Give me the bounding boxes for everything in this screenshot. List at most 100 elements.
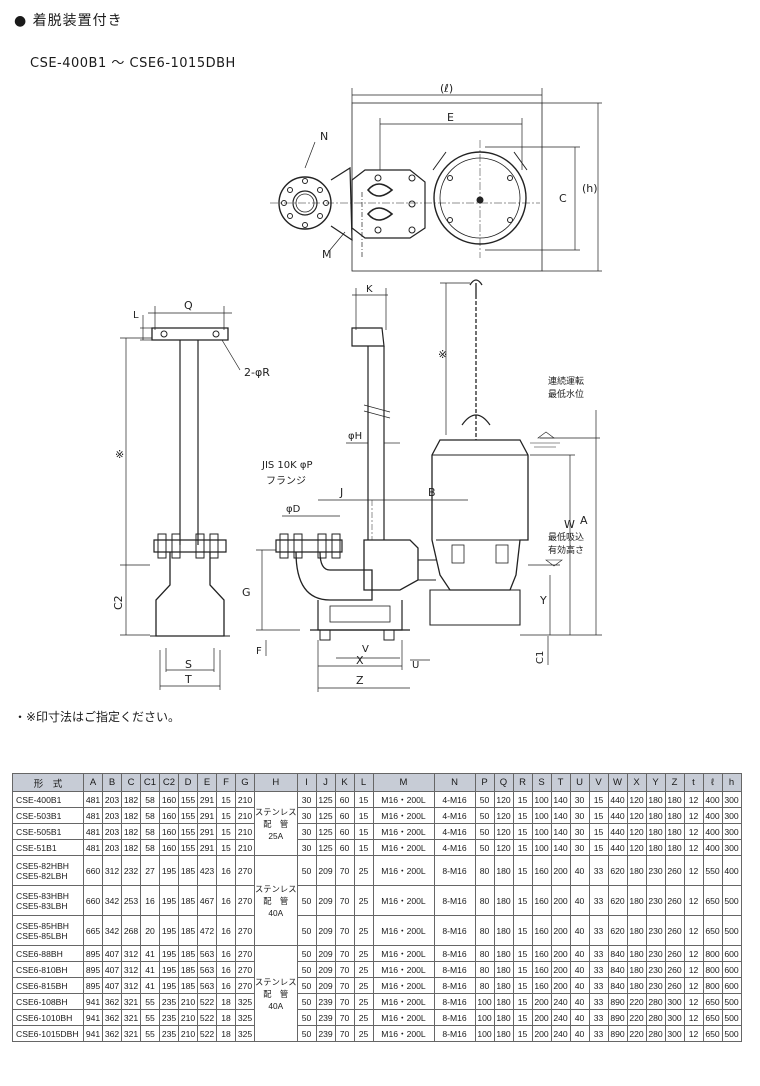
value-cell: 40: [569, 1025, 590, 1042]
value-cell: M16・200L: [372, 885, 435, 916]
value-cell: 180: [626, 855, 647, 886]
value-cell: 300: [721, 791, 742, 808]
model-cell: CSE-505B1: [12, 823, 84, 840]
value-cell: 18: [216, 1025, 236, 1042]
value-cell: 120: [493, 839, 514, 856]
value-cell: 15: [512, 915, 533, 946]
value-cell: 312: [121, 945, 141, 962]
value-cell: 240: [550, 1025, 571, 1042]
value-cell: 260: [664, 961, 685, 978]
value-cell: 239: [315, 1009, 336, 1026]
value-cell: 180: [626, 885, 647, 916]
value-cell: 210: [235, 807, 255, 824]
value-cell: 160: [531, 961, 552, 978]
dim-h-dia-label: φH: [348, 431, 362, 442]
value-cell: 12: [683, 807, 704, 824]
value-cell: 210: [235, 791, 255, 808]
value-cell: 4-M16: [433, 839, 476, 856]
dim-d-label: φD: [286, 504, 301, 515]
value-cell: 15: [216, 823, 236, 840]
value-cell: 230: [645, 885, 666, 916]
run-level-label-2: 最低水位: [548, 388, 584, 400]
value-cell: 16: [216, 961, 236, 978]
value-cell: 80: [474, 885, 495, 916]
value-cell: 50: [296, 915, 317, 946]
value-cell: 209: [315, 855, 336, 886]
col-header: V: [588, 773, 609, 792]
value-cell: 50: [474, 823, 495, 840]
dim-k-label: K: [366, 284, 373, 295]
value-cell: 300: [664, 1025, 685, 1042]
value-cell: 12: [683, 855, 704, 886]
value-cell: 25: [353, 1025, 374, 1042]
value-cell: 100: [474, 1009, 495, 1026]
value-cell: 25: [353, 1009, 374, 1026]
value-cell: 291: [197, 839, 217, 856]
value-cell: 15: [588, 823, 609, 840]
value-cell: 33: [588, 915, 609, 946]
value-cell: 220: [626, 993, 647, 1010]
value-cell: 400: [702, 839, 723, 856]
value-cell: 15: [216, 791, 236, 808]
value-cell: 195: [159, 855, 179, 886]
value-cell: 180: [493, 993, 514, 1010]
col-header: J: [315, 773, 336, 792]
dim-a-label: A: [580, 514, 588, 527]
value-cell: M16・200L: [372, 791, 435, 808]
value-cell: 895: [83, 977, 103, 994]
value-cell: 481: [83, 791, 103, 808]
value-cell: 280: [645, 993, 666, 1010]
value-cell: 15: [353, 791, 374, 808]
value-cell: 30: [296, 807, 317, 824]
value-cell: 270: [235, 885, 255, 916]
value-cell: M16・200L: [372, 945, 435, 962]
dim-q-label: Q: [184, 299, 193, 312]
value-cell: 50: [296, 961, 317, 978]
value-cell: 321: [121, 1009, 141, 1026]
value-cell: 620: [607, 855, 628, 886]
value-cell: 15: [216, 807, 236, 824]
value-cell: 895: [83, 961, 103, 978]
col-header: H: [254, 773, 298, 792]
value-cell: 8-M16: [433, 915, 476, 946]
value-cell: 210: [178, 993, 198, 1010]
value-cell: 25: [353, 885, 374, 916]
value-cell: 600: [721, 961, 742, 978]
value-cell: 8-M16: [433, 1009, 476, 1026]
value-cell: 30: [296, 791, 317, 808]
value-cell: 300: [721, 807, 742, 824]
model-cell: CSE6-815BH: [12, 977, 84, 994]
value-cell: 440: [607, 807, 628, 824]
value-cell: 16: [216, 977, 236, 994]
value-cell: 200: [550, 977, 571, 994]
value-cell: 180: [664, 839, 685, 856]
value-cell: 12: [683, 993, 704, 1010]
value-cell: 362: [102, 1009, 122, 1026]
value-cell: 33: [588, 977, 609, 994]
value-cell: 500: [721, 915, 742, 946]
model-cell: CSE6-108BH: [12, 993, 84, 1010]
value-cell: 58: [140, 807, 160, 824]
value-cell: 33: [588, 855, 609, 886]
value-cell: 650: [702, 915, 723, 946]
value-cell: 481: [83, 807, 103, 824]
value-cell: 180: [645, 791, 666, 808]
dim-star-main: ※: [438, 348, 447, 361]
dim-c-label: C: [559, 192, 567, 205]
value-cell: 160: [531, 945, 552, 962]
value-cell: 239: [315, 993, 336, 1010]
value-cell: 4-M16: [433, 807, 476, 824]
value-cell: 400: [702, 791, 723, 808]
value-cell: 890: [607, 993, 628, 1010]
value-cell: 300: [664, 1009, 685, 1026]
value-cell: 195: [159, 961, 179, 978]
value-cell: 15: [512, 945, 533, 962]
value-cell: 16: [216, 885, 236, 916]
value-cell: 27: [140, 855, 160, 886]
value-cell: 890: [607, 1009, 628, 1026]
value-cell: 890: [607, 1025, 628, 1042]
value-cell: 230: [645, 961, 666, 978]
dim-x-label: X: [356, 654, 364, 667]
